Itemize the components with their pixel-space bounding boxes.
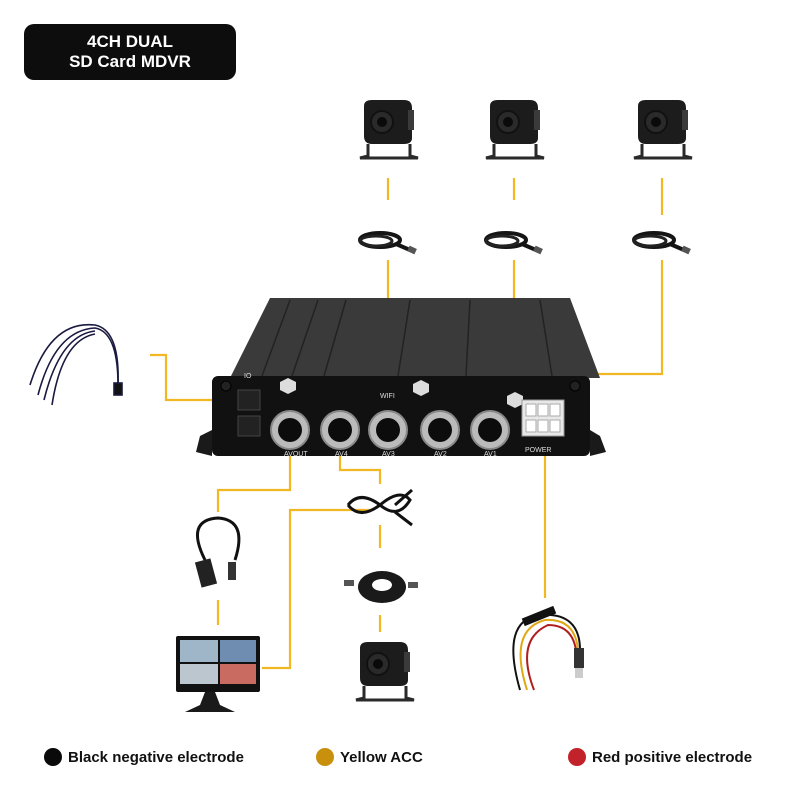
yellow-dot-icon xyxy=(316,748,334,766)
io-harness-icon xyxy=(29,323,123,406)
legend-item-red: Red positive electrode xyxy=(568,748,752,766)
red-dot-icon xyxy=(568,748,586,766)
port-label-av3: AV3 xyxy=(382,451,395,458)
power-cable-icon xyxy=(512,605,584,691)
title-badge: 4CH DUAL SD Card MDVR xyxy=(24,24,236,80)
legend-item-black: Black negative electrode xyxy=(44,748,244,766)
line-av4 xyxy=(338,445,382,484)
line-io xyxy=(150,353,244,402)
extension-cable-icon xyxy=(358,231,419,257)
camera-icon xyxy=(354,640,416,702)
long-extension-cable-icon xyxy=(344,571,418,603)
camera-icon xyxy=(632,98,694,160)
extension-cable-icon xyxy=(484,231,545,257)
line-avout xyxy=(216,445,292,512)
legend-label: Red positive electrode xyxy=(592,748,753,766)
monitor-icon xyxy=(176,636,260,712)
mdvr-device: IO WIFI AVOUT AV4 AV3 AV2 AV1 POWER xyxy=(196,298,606,458)
io-label: IO xyxy=(244,373,252,380)
av-adapter-cable-icon xyxy=(194,516,241,588)
extension-cable-icon xyxy=(632,231,693,257)
legend-label: Black negative electrode xyxy=(68,748,244,766)
y-splitter-cable-icon xyxy=(346,488,413,527)
port-label-av1: AV1 xyxy=(484,451,497,458)
camera-icon xyxy=(358,98,420,160)
power-label: POWER xyxy=(525,447,551,454)
port-label-avout: AVOUT xyxy=(284,451,308,458)
title-line-2: SD Card MDVR xyxy=(69,52,191,71)
wifi-label: WIFI xyxy=(380,393,395,400)
camera-icon xyxy=(484,98,546,160)
title-line-1: 4CH DUAL xyxy=(87,32,173,51)
black-dot-icon xyxy=(44,748,62,766)
legend-item-yellow: Yellow ACC xyxy=(316,748,423,766)
port-label-av4: AV4 xyxy=(335,451,348,458)
legend-label: Yellow ACC xyxy=(340,748,423,766)
line-monitor xyxy=(262,508,370,670)
port-label-av2: AV2 xyxy=(434,451,447,458)
